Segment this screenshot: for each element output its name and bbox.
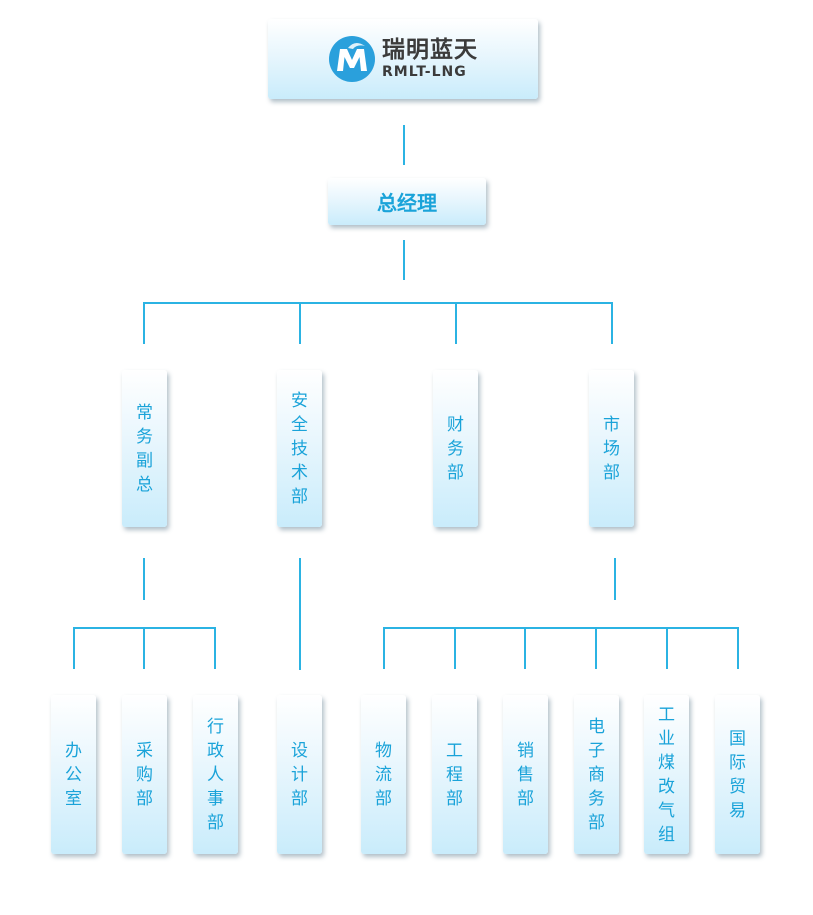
node-marketing-dept: 市场部 xyxy=(589,370,634,527)
node-engineering-dept-label: 工程部 xyxy=(446,740,463,809)
node-marketing-dept-label: 市场部 xyxy=(603,414,620,483)
logo-text: 瑞明蓝天 RMLT-LNG xyxy=(382,37,478,81)
connector-logo-gm xyxy=(403,125,405,165)
connector-evp-down xyxy=(143,558,145,600)
marketing-drop-4 xyxy=(595,627,597,669)
marketing-drop-5 xyxy=(666,627,668,669)
node-sales-dept: 销售部 xyxy=(503,695,548,854)
level1-bus xyxy=(143,302,613,304)
general-manager-label: 总经理 xyxy=(377,191,437,215)
logo-name-cn: 瑞明蓝天 xyxy=(382,37,478,63)
node-intl-trade: 国际贸易 xyxy=(715,695,760,854)
node-logistics-dept-label: 物流部 xyxy=(375,740,392,809)
node-finance-dept: 财务部 xyxy=(433,370,478,527)
node-ecommerce-dept-label: 电子商务部 xyxy=(588,716,605,833)
node-executive-vp: 常务副总 xyxy=(122,370,167,527)
node-sales-dept-label: 销售部 xyxy=(517,740,534,809)
marketing-drop-3 xyxy=(524,627,526,669)
connector-safety-down xyxy=(299,558,301,670)
node-office-label: 办公室 xyxy=(65,740,82,809)
node-safety-tech-dept: 安全技术部 xyxy=(277,370,322,527)
marketing-drop-6 xyxy=(737,627,739,669)
node-finance-dept-label: 财务部 xyxy=(447,414,464,483)
node-ecommerce-dept: 电子商务部 xyxy=(574,695,619,854)
node-executive-vp-label: 常务副总 xyxy=(136,402,153,495)
evp-drop-2 xyxy=(143,627,145,669)
logo-group: 瑞明蓝天 RMLT-LNG xyxy=(328,35,478,83)
evp-drop-3 xyxy=(214,627,216,669)
general-manager-node: 总经理 xyxy=(328,178,486,225)
rm-emblem-icon xyxy=(329,36,375,82)
company-logo-box: 瑞明蓝天 RMLT-LNG xyxy=(268,19,538,99)
node-coal-to-gas-group-label: 工业煤改气组 xyxy=(658,704,675,845)
level1-drop-3 xyxy=(455,302,457,344)
node-engineering-dept: 工程部 xyxy=(432,695,477,854)
node-design-dept-label: 设计部 xyxy=(291,740,308,809)
node-design-dept: 设计部 xyxy=(277,695,322,854)
evp-drop-1 xyxy=(73,627,75,669)
node-admin-hr-dept: 行政人事部 xyxy=(193,695,238,854)
node-safety-tech-dept-label: 安全技术部 xyxy=(291,390,308,507)
level1-drop-1 xyxy=(143,302,145,344)
node-admin-hr-dept-label: 行政人事部 xyxy=(207,716,224,833)
node-intl-trade-label: 国际贸易 xyxy=(729,728,746,821)
connector-marketing-down xyxy=(614,558,616,600)
marketing-bus xyxy=(383,627,739,629)
logo-name-en: RMLT-LNG xyxy=(382,64,467,80)
node-procurement-dept-label: 采购部 xyxy=(136,740,153,809)
node-logistics-dept: 物流部 xyxy=(361,695,406,854)
level1-drop-2 xyxy=(299,302,301,344)
node-procurement-dept: 采购部 xyxy=(122,695,167,854)
node-office: 办公室 xyxy=(51,695,96,854)
node-coal-to-gas-group: 工业煤改气组 xyxy=(644,695,689,854)
level1-drop-4 xyxy=(611,302,613,344)
marketing-drop-1 xyxy=(383,627,385,669)
connector-gm-down xyxy=(403,240,405,280)
marketing-drop-2 xyxy=(454,627,456,669)
